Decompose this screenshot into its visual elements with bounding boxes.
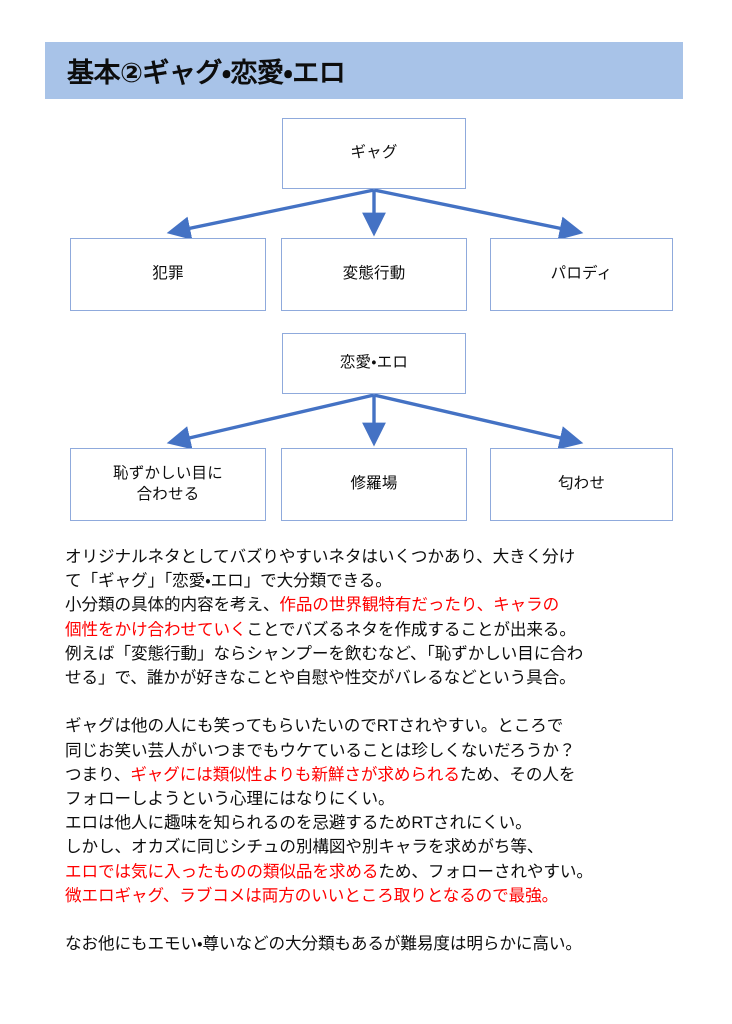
node-crime: 犯罪 bbox=[70, 238, 266, 311]
paragraph-1-line-4-plain: ことでバズるネタを作成することが出来る。 bbox=[246, 619, 576, 639]
arrow-romance-to-shame bbox=[166, 393, 375, 450]
node-niowase: 匂わせ bbox=[490, 448, 673, 521]
paragraph-1-line-3-plain: 小分類の具体的内容を考え、 bbox=[65, 595, 280, 615]
node-hentai-behavior-label: 変態行動 bbox=[342, 265, 406, 283]
body-text: オリジナルネタとしてバズりやすいネタはいくつかあり、大きく分け て「ギャグ」「恋… bbox=[65, 545, 715, 956]
paragraph-1-line-4-highlight: 個性をかけ合わせていく bbox=[65, 619, 247, 639]
classification-diagram: ギャグ 犯罪 変態行動 パロディ 恋愛・エロ 恥ずかしい目に 合わせる 修羅場 … bbox=[70, 118, 673, 521]
page-title: 基本②ギャグ・恋愛・エロ bbox=[67, 58, 346, 88]
paragraph-2: ギャグは他の人にも笑ってもらいたいのでRTされやすい。ところで 同じお笑い芸人が… bbox=[65, 714, 715, 908]
node-gag: ギャグ bbox=[282, 118, 466, 189]
paragraph-2-line-8: 微エロギャグ、ラブコメは両方のいいところ取りとなるので最強。 bbox=[65, 885, 559, 905]
node-embarrass: 恥ずかしい目に 合わせる bbox=[70, 448, 266, 521]
node-shuraba-label: 修羅場 bbox=[350, 475, 398, 493]
paragraph-1-line-6: せる」で、誰かが好きなことや自慰や性交がバレるなどという具合。 bbox=[65, 668, 576, 688]
paragraph-1-line-2: て「ギャグ」「恋愛・エロ」で大分類できる。 bbox=[65, 571, 392, 591]
paragraph-2-line-1: ギャグは他の人にも笑ってもらいたいのでRTされやすい。ところで bbox=[65, 716, 564, 736]
arrow-gag-to-crime bbox=[166, 188, 375, 240]
node-hentai-behavior: 変態行動 bbox=[281, 238, 467, 311]
paragraph-2-line-3: つまり、ギャグには類似性よりも新鮮さが求められるため、その人を bbox=[65, 763, 715, 787]
node-shuraba: 修羅場 bbox=[281, 448, 467, 521]
paragraph-1: オリジナルネタとしてバズりやすいネタはいくつかあり、大きく分け て「ギャグ」「恋… bbox=[65, 545, 715, 690]
paragraph-1-line-5: 例えば「変態行動」ならシャンプーを飲むなど、「恥ずかしい目に合わ bbox=[65, 643, 584, 663]
paragraph-1-line-4: 個性をかけ合わせていくことでバズるネタを作成することが出来る。 bbox=[65, 618, 715, 642]
paragraph-2-line-3-highlight: ギャグには類似性よりも新鮮さが求められる bbox=[130, 764, 460, 784]
paragraph-spacer-1 bbox=[65, 690, 715, 714]
node-gag-label: ギャグ bbox=[350, 144, 398, 162]
paragraph-1-line-1: オリジナルネタとしてバズりやすいネタはいくつかあり、大きく分け bbox=[65, 547, 576, 566]
paragraph-2-line-5: エロは他人に趣味を知られるのを忌避するためRTされにくい。 bbox=[65, 813, 532, 833]
paragraph-2-line-4: フォローしようという心理にはなりにくい。 bbox=[65, 789, 395, 809]
paragraph-1-line-3: 小分類の具体的内容を考え、作品の世界観特有だったり、キャラの bbox=[65, 593, 715, 617]
node-parody: パロディ bbox=[490, 238, 673, 311]
node-embarrass-label-line1: 恥ずかしい目に bbox=[113, 464, 223, 482]
paragraph-2-line-6: しかし、オカズに同じシチュの別構図や別キャラを求めがち等、 bbox=[65, 837, 544, 857]
node-niowase-label: 匂わせ bbox=[557, 475, 606, 493]
paragraph-2-line-2: 同じお笑い芸人がいつまでもウケていることは珍しくないだろうか？ bbox=[65, 740, 576, 760]
paragraph-spacer-2 bbox=[65, 908, 715, 932]
paragraph-2-line-7: エロでは気に入ったものの類似品を求めるため、フォローされやすい。 bbox=[65, 860, 715, 884]
node-embarrass-label-line2: 合わせる bbox=[136, 485, 200, 503]
node-crime-label: 犯罪 bbox=[152, 265, 184, 283]
paragraph-2-line-7-highlight: エロでは気に入ったものの類似品を求める bbox=[65, 861, 379, 881]
paragraph-2-line-3-plain: つまり、 bbox=[65, 764, 131, 784]
paragraph-2-line-7-plain: ため、フォローされやすい。 bbox=[378, 861, 593, 881]
paragraph-3-line-1: なお他にもエモい・尊いなどの大分類もあるが難易度は明らかに高い。 bbox=[65, 934, 582, 954]
node-romance-ero-label: 恋愛・エロ bbox=[339, 354, 409, 372]
paragraph-3: なお他にもエモい・尊いなどの大分類もあるが難易度は明らかに高い。 bbox=[65, 932, 715, 956]
node-parody-label: パロディ bbox=[550, 265, 613, 283]
arrow-gag-to-parody bbox=[373, 188, 584, 240]
paragraph-1-line-3-highlight: 作品の世界観特有だったり、キャラの bbox=[279, 595, 560, 615]
node-romance-ero: 恋愛・エロ bbox=[282, 333, 466, 394]
arrow-romance-to-niowase bbox=[373, 393, 584, 450]
title-banner: 基本②ギャグ・恋愛・エロ bbox=[45, 42, 683, 99]
paragraph-2-line-3-plain-2: ため、その人を bbox=[459, 764, 576, 784]
node-embarrass-label: 恥ずかしい目に 合わせる bbox=[113, 464, 223, 506]
